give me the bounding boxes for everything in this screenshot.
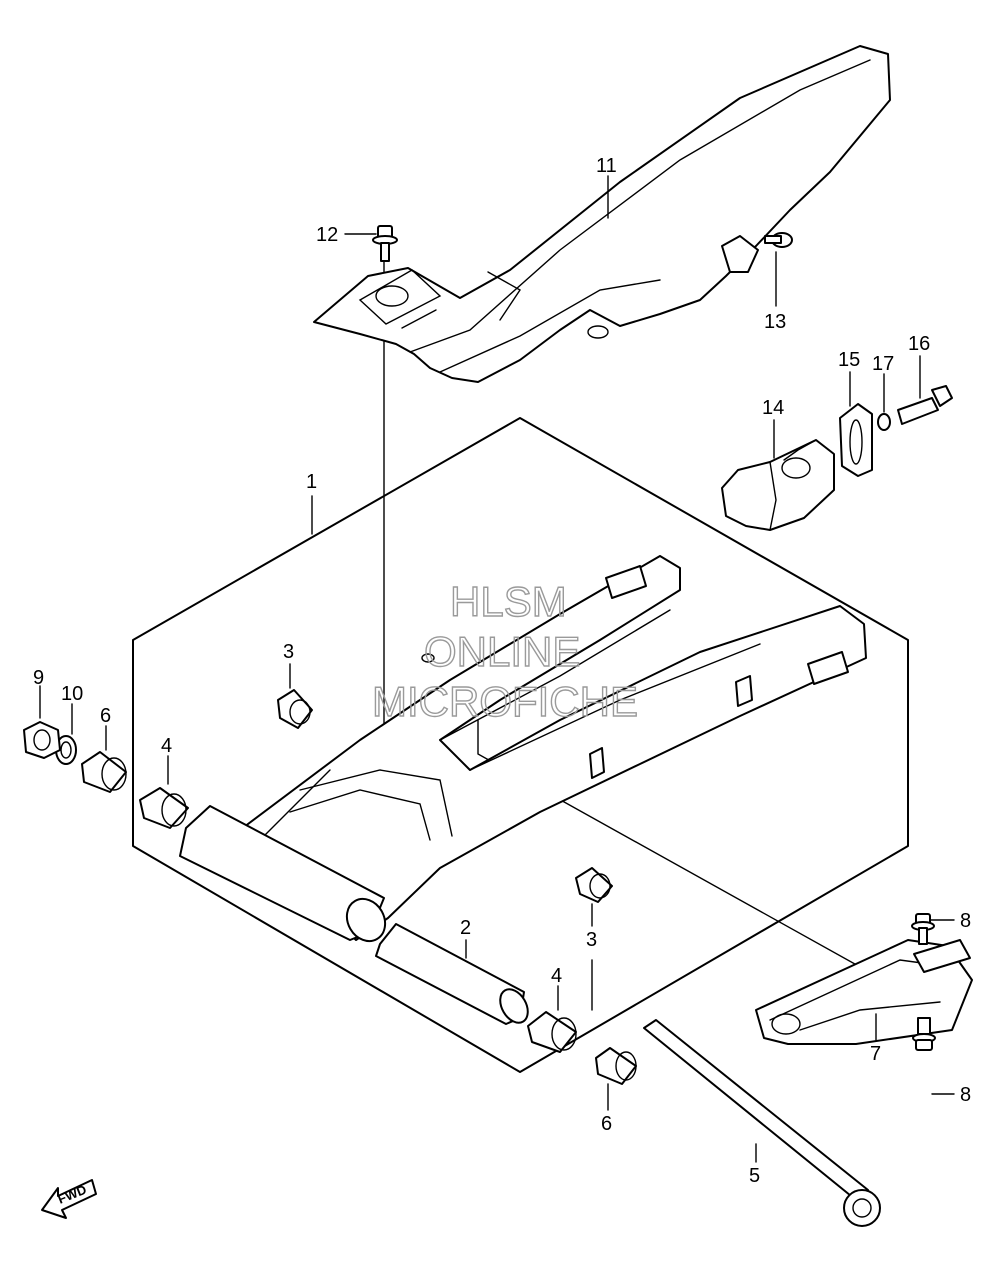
- callout-8-lower: 8: [960, 1084, 971, 1106]
- swingarm: [199, 555, 867, 941]
- pivot-tube: [179, 805, 387, 943]
- callout-8-upper: 8: [960, 910, 971, 932]
- chain-guide-7: [755, 939, 973, 1045]
- fwd-arrow-icon: FWD: [41, 1179, 97, 1219]
- spacer-2: [375, 923, 529, 1025]
- bearing-4-right: [527, 985, 577, 1053]
- callout-7: 7: [870, 1043, 881, 1065]
- callout-6-left: 6: [100, 705, 111, 727]
- bolt-8-lower: [912, 1017, 955, 1095]
- callout-4-left: 4: [161, 735, 172, 757]
- callout-9: 9: [33, 667, 44, 689]
- callout-12: 12: [316, 224, 338, 246]
- callout-15: 15: [838, 349, 860, 371]
- leader-lines: [311, 175, 609, 535]
- bearing-3-lower: [575, 867, 613, 927]
- callout-14: 14: [762, 397, 784, 419]
- cap-15: [839, 371, 873, 477]
- callout-10: 10: [61, 683, 83, 705]
- callout-17: 17: [872, 353, 894, 375]
- spacer-6-left: [81, 725, 127, 793]
- callout-2: 2: [460, 917, 471, 939]
- spacer-6-right: [595, 1047, 637, 1111]
- watermark-line-1: HLSM: [450, 578, 567, 625]
- callout-4-right: 4: [551, 965, 562, 987]
- screw-13: [764, 232, 793, 307]
- callout-6-right: 6: [601, 1113, 612, 1135]
- bolt-12: [344, 225, 398, 262]
- callout-labels: 1 2 3 3 4 4 5 6 6 7 8 8 9 10 11 12 13 14…: [33, 155, 971, 1187]
- watermark-line-3: MICROFICHE: [372, 678, 638, 725]
- pivot-shaft-5: [643, 1019, 881, 1227]
- chain-cover: [313, 45, 891, 383]
- bearing-4-left: [139, 755, 189, 829]
- chain-adjuster-14: [721, 419, 835, 531]
- bolt-8-upper: [911, 913, 955, 945]
- callout-13: 13: [764, 311, 786, 333]
- watermark-line-2: ONLINE: [424, 628, 580, 675]
- bearing-3-upper: [277, 663, 313, 729]
- bolt-16: [897, 355, 953, 425]
- washer-17: [877, 373, 891, 431]
- callout-3-upper: 3: [283, 641, 294, 663]
- watermark: HLSM ONLINE MICROFICHE: [371, 577, 638, 725]
- callout-5: 5: [749, 1165, 760, 1187]
- callout-1: 1: [306, 471, 317, 493]
- callout-16: 16: [908, 333, 930, 355]
- assembly-outline: [132, 417, 909, 1073]
- callout-11: 11: [596, 155, 617, 177]
- nut-9: [23, 685, 61, 759]
- callout-3-lower: 3: [586, 929, 597, 951]
